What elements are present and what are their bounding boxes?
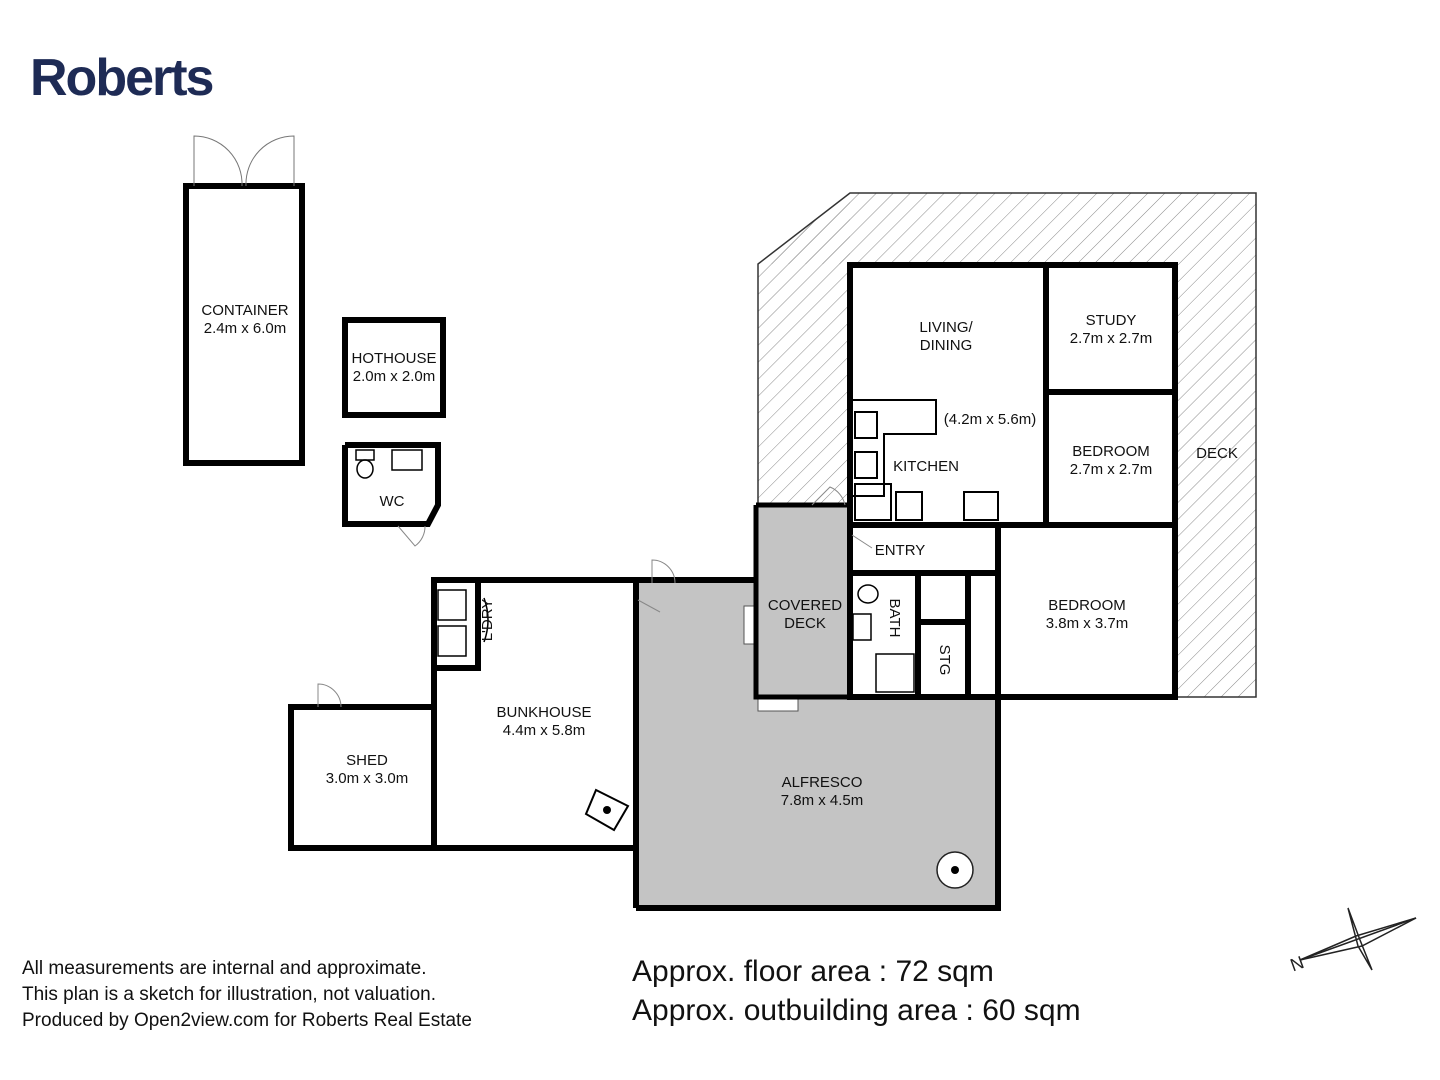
stg-label: STG bbox=[936, 645, 953, 676]
detached-walls bbox=[183, 183, 446, 527]
disclaimer-line-1: All measurements are internal and approx… bbox=[22, 958, 427, 979]
container-size: 2.4m x 6.0m bbox=[204, 320, 287, 337]
shed-label: SHED bbox=[346, 752, 388, 769]
bedroom2-label: BEDROOM bbox=[1048, 597, 1126, 614]
hothouse-label: HOTHOUSE bbox=[351, 350, 436, 367]
alfresco-size: 7.8m x 4.5m bbox=[781, 792, 864, 809]
bunk-fixture bbox=[584, 788, 630, 832]
bunkhouse-size: 4.4m x 5.8m bbox=[503, 722, 586, 739]
kitchen-label: KITCHEN bbox=[893, 458, 959, 475]
outbuilding-area: Approx. outbuilding area : 60 sqm bbox=[632, 994, 1081, 1027]
covered-deck-area bbox=[758, 505, 850, 697]
bedroom1-size: 2.7m x 2.7m bbox=[1070, 461, 1153, 478]
laundry-label: L'DRY bbox=[479, 599, 496, 642]
living-label-2: DINING bbox=[920, 337, 973, 354]
compass-icon bbox=[1299, 907, 1417, 971]
study-size: 2.7m x 2.7m bbox=[1070, 330, 1153, 347]
disclaimer-line-3: Produced by Open2view.com for Roberts Re… bbox=[22, 1010, 472, 1031]
kitchen-counters bbox=[852, 399, 999, 521]
bedroom1-label: BEDROOM bbox=[1072, 443, 1150, 460]
living-label-1: LIVING/ bbox=[919, 319, 973, 336]
covered-deck-label-2: DECK bbox=[784, 615, 826, 632]
compass-north-label: N bbox=[1288, 952, 1307, 975]
alfresco-fixture-dot bbox=[951, 866, 959, 874]
area-summary: Approx. floor area : 72 sqm Approx. outb… bbox=[632, 952, 1081, 1030]
hothouse-size: 2.0m x 2.0m bbox=[353, 368, 436, 385]
study-label: STUDY bbox=[1086, 312, 1137, 329]
wc-fixtures bbox=[355, 449, 423, 479]
door-swings bbox=[317, 486, 873, 708]
bunk-fixture-dot bbox=[603, 806, 611, 814]
alfresco-label: ALFRESCO bbox=[782, 774, 863, 791]
covered-deck-label-1: COVERED bbox=[768, 597, 842, 614]
shed-walls bbox=[753, 502, 850, 700]
alfresco-area bbox=[638, 583, 998, 908]
brand-logo: Roberts bbox=[30, 49, 214, 107]
house-walls bbox=[847, 262, 1178, 700]
bath-fixtures bbox=[852, 584, 915, 693]
wc-label: WC bbox=[380, 493, 405, 510]
deck-outline bbox=[757, 192, 1257, 698]
floor-area: Approx. floor area : 72 sqm bbox=[632, 955, 994, 988]
living-size: (4.2m x 5.6m) bbox=[944, 411, 1037, 428]
laundry-fixtures bbox=[437, 589, 489, 657]
bunkhouse-label: BUNKHOUSE bbox=[496, 704, 591, 721]
container-label: CONTAINER bbox=[201, 302, 288, 319]
step bbox=[757, 698, 799, 712]
bedroom2-size: 3.8m x 3.7m bbox=[1046, 615, 1129, 632]
entry-label: ENTRY bbox=[875, 542, 926, 559]
disclaimer: All measurements are internal and approx… bbox=[22, 956, 472, 1034]
deck-label: DECK bbox=[1196, 445, 1238, 462]
container-doors bbox=[193, 135, 295, 187]
outbuilding-walls bbox=[288, 577, 1001, 911]
deck-left-area bbox=[758, 193, 850, 505]
bath-label: BATH bbox=[886, 599, 903, 638]
shed-size: 3.0m x 3.0m bbox=[326, 770, 409, 787]
disclaimer-line-2: This plan is a sketch for illustration, … bbox=[22, 984, 436, 1005]
